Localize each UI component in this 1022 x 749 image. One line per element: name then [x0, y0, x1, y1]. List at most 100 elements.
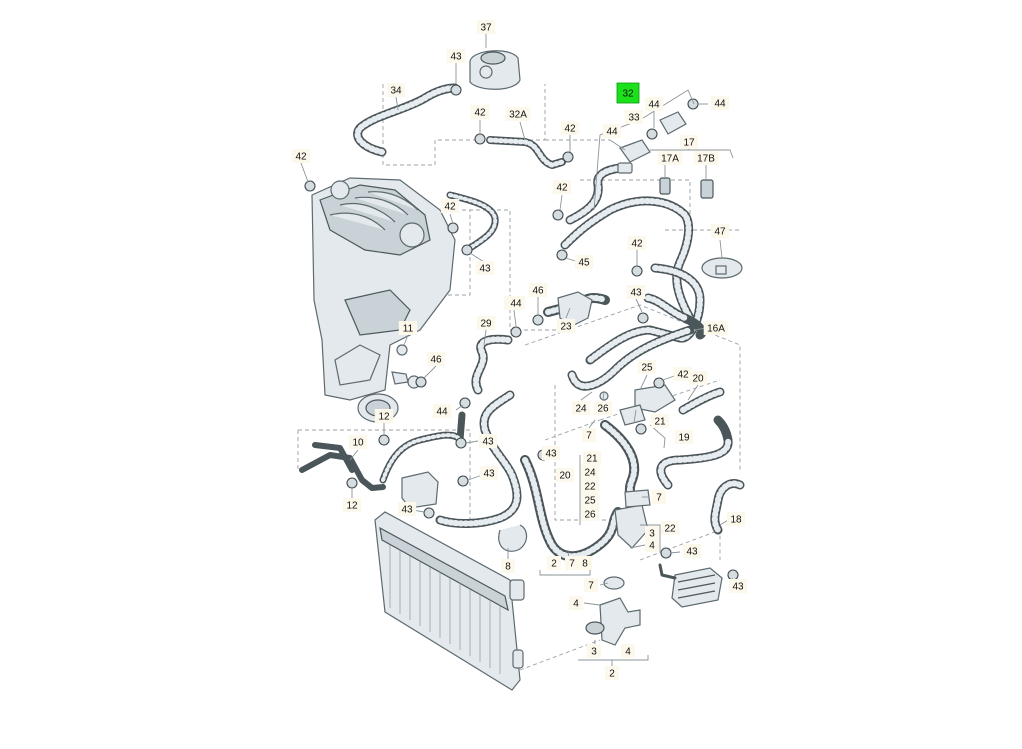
label-box [710, 224, 730, 238]
label-box [644, 97, 664, 111]
label-box [593, 401, 613, 415]
part-number: 12 [346, 501, 358, 512]
label-box [398, 321, 418, 335]
part-number: 44 [714, 99, 726, 110]
part-number: 7 [588, 581, 594, 592]
part-label: 44 [506, 296, 526, 310]
label-box [386, 83, 406, 97]
part-number: 17 [683, 138, 695, 149]
part-number: 22 [664, 524, 676, 535]
part-number: 16A [707, 324, 725, 335]
label-box [555, 468, 575, 482]
part-label: 18 [726, 512, 746, 526]
label-box [528, 283, 548, 297]
part-label: 43 [541, 446, 561, 460]
part-number: 32 [622, 89, 634, 100]
label-box [470, 105, 490, 119]
label-box [397, 502, 417, 516]
part-label: 22 [660, 521, 680, 535]
part-label: 47 [710, 224, 730, 238]
part-label: 42 [560, 121, 580, 135]
label-box [571, 401, 591, 415]
radiator [374, 511, 525, 691]
label-box [342, 498, 362, 512]
label-box [440, 199, 460, 213]
part-label: 43 [479, 466, 499, 480]
label-box [657, 151, 683, 165]
part-number: 42 [474, 108, 486, 119]
part-number: 7 [569, 559, 575, 570]
part-label: 17 [679, 135, 699, 149]
part-number: 8 [582, 559, 588, 570]
part-label-highlighted: 32 [616, 82, 640, 104]
part-number: 42 [556, 183, 568, 194]
part-label: 32A [505, 107, 531, 121]
label-box [652, 490, 666, 504]
part-number: 24 [584, 468, 596, 479]
label-box [626, 285, 646, 299]
part-number: 33 [628, 113, 640, 124]
part-label: 46 [426, 352, 446, 366]
label-box [569, 596, 583, 610]
part-label: 42 [627, 236, 647, 250]
part-number: 26 [597, 404, 609, 415]
part-label: 42 [440, 199, 460, 213]
part-number: 4 [573, 599, 579, 610]
part-number: 37 [480, 23, 492, 34]
part-number: 17A [661, 154, 679, 165]
part-label: 3 [645, 526, 659, 540]
part-label: 43 [682, 544, 702, 558]
part-number: 44 [648, 100, 660, 111]
part-number: 25 [584, 496, 596, 507]
label-box [578, 556, 592, 570]
part-number: 3 [649, 529, 655, 540]
part-number: 7 [586, 431, 592, 442]
part-number: 43 [401, 505, 413, 516]
part-label: 12 [342, 498, 362, 512]
part-label: 34 [386, 83, 406, 97]
part-number: 43 [545, 449, 557, 460]
label-box [621, 644, 635, 658]
label-box [506, 296, 526, 310]
part-label: 22 [580, 479, 600, 493]
part-label: 43 [475, 261, 495, 275]
part-number: 10 [352, 438, 364, 449]
part-number: 2 [609, 669, 615, 680]
part-label: 4 [569, 596, 583, 610]
part-label: 24 [571, 401, 591, 415]
part-number: 46 [532, 286, 544, 297]
label-box [660, 521, 680, 535]
part-label: 7 [565, 556, 579, 570]
label-box [501, 559, 515, 573]
label-box [605, 666, 619, 680]
part-number: 45 [578, 258, 590, 269]
label-box [476, 20, 496, 34]
part-number: 29 [480, 319, 492, 330]
part-number: 17B [697, 154, 715, 165]
part-label: 42 [470, 105, 490, 119]
part-label: 46 [528, 283, 548, 297]
label-box [584, 578, 598, 592]
label-box [627, 236, 647, 250]
label-box [574, 255, 594, 269]
part-number: 32A [509, 110, 527, 121]
label-box [541, 446, 561, 460]
fittings [391, 111, 743, 646]
label-box [426, 352, 446, 366]
part-number: 34 [390, 86, 402, 97]
part-number: 44 [606, 127, 618, 138]
label-box [565, 556, 579, 570]
label-box [547, 556, 561, 570]
label-box [446, 49, 466, 63]
part-label: 17A [657, 151, 683, 165]
label-box [291, 149, 311, 163]
expansion-tank [469, 50, 521, 90]
part-label: 10 [348, 435, 368, 449]
part-label: 16A [703, 321, 729, 335]
label-box [556, 319, 576, 333]
label-box [505, 107, 531, 121]
part-number: 19 [678, 433, 690, 444]
part-label: 25 [580, 493, 600, 507]
part-label: 25 [637, 360, 657, 374]
part-label: 11 [398, 321, 418, 335]
